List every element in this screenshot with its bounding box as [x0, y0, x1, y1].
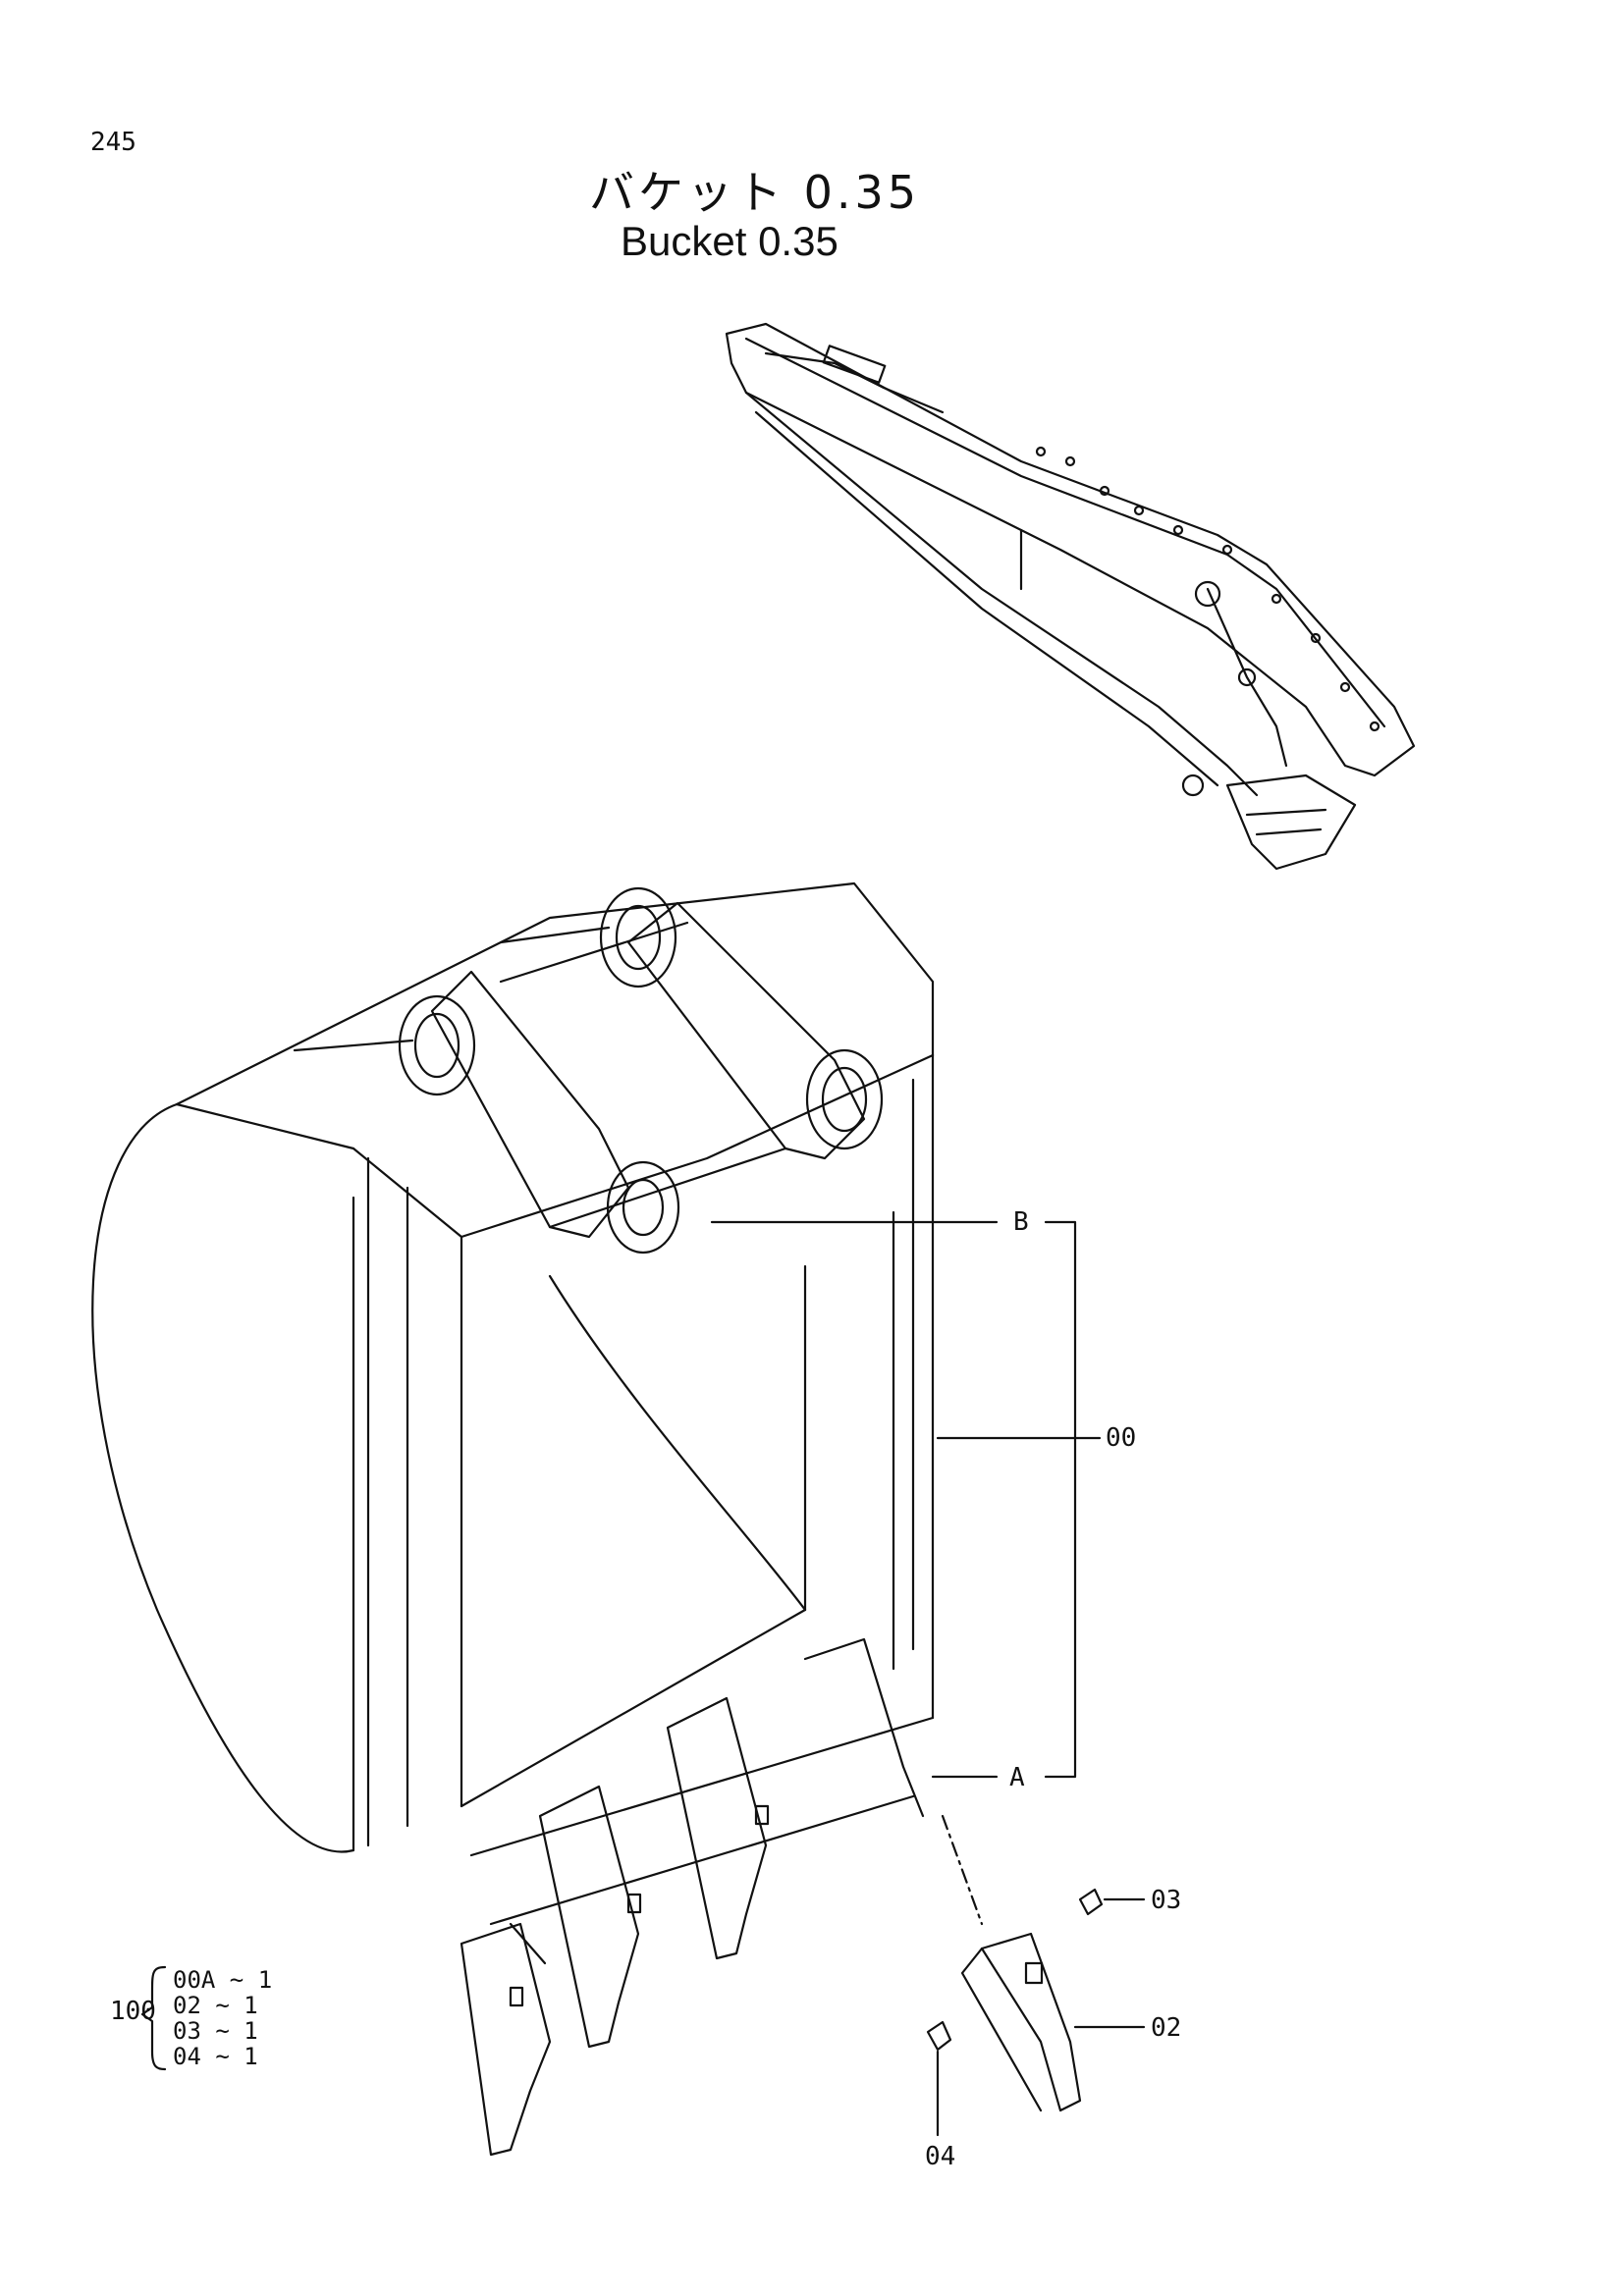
- kit-item-list: 00A ~ 1 02 ~ 1 03 ~ 1 04 ~ 1: [173, 1967, 272, 2069]
- kit-code: 100: [110, 1997, 156, 2026]
- callout-b: B: [1013, 1207, 1029, 1237]
- callout-part-02: 02: [1151, 2013, 1182, 2043]
- page-number: 245: [90, 128, 136, 157]
- arm-inset-drawing: [725, 322, 1416, 871]
- callout-a: A: [1009, 1763, 1025, 1792]
- callout-part-03: 03: [1151, 1886, 1182, 1915]
- kit-item: 04 ~ 1: [173, 2043, 258, 2070]
- title-english: Bucket 0.35: [621, 218, 839, 264]
- exploded-tooth-part: [926, 1888, 1104, 2112]
- title-japanese: バケット 0.35: [589, 166, 921, 219]
- kit-item: 00A ~ 1: [173, 1966, 273, 1994]
- kit-item: 02 ~ 1: [173, 1992, 258, 2019]
- bucket-teeth: [460, 1637, 925, 2157]
- kit-item: 03 ~ 1: [173, 2017, 258, 2045]
- bucket-main-drawing: [91, 881, 1146, 2157]
- callout-part-04: 04: [925, 2142, 956, 2171]
- callout-part-00: 00: [1106, 1423, 1137, 1453]
